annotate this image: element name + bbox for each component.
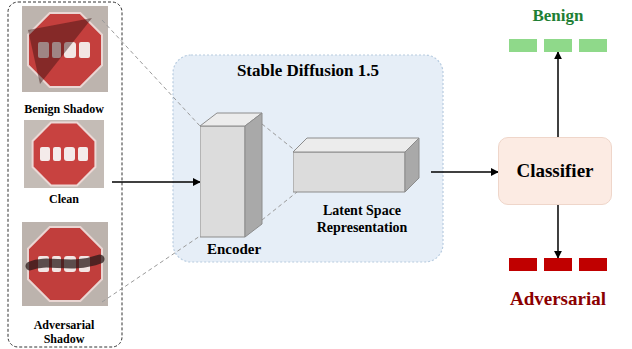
input-group-outline: [8, 2, 122, 347]
bar-row: [509, 39, 607, 52]
image-caption: Adversarial Shadow: [19, 318, 109, 346]
flow-arrow: [431, 171, 498, 173]
flow-arrow: [557, 205, 559, 258]
stop-sign-benign-shadow: [22, 6, 108, 92]
output-bar: [509, 258, 537, 271]
input-image: Clean: [16, 118, 112, 206]
image-caption: Benign Shadow: [24, 102, 104, 116]
output-bars: Adversarial: [506, 258, 610, 310]
flow-arrow: [112, 181, 200, 183]
node-label: Encoder: [207, 241, 261, 258]
bar-row: [509, 258, 607, 271]
block-3d: [200, 112, 268, 258]
output-label: Adversarial: [510, 288, 606, 310]
output-bar: [509, 39, 537, 52]
flow-arrow: [557, 52, 559, 137]
model-panel: Stable Diffusion 1.5Encoder Latent Space …: [173, 55, 443, 262]
output-label: Benign: [532, 6, 583, 26]
latent-block: Latent Space Representation: [293, 136, 431, 236]
stop-sign-clean: [24, 120, 104, 188]
input-image: Adversarial Shadow: [12, 214, 116, 346]
output-bar: [579, 258, 607, 271]
panel-title: Stable Diffusion 1.5: [237, 61, 379, 81]
node-label: Latent Space Representation: [293, 202, 431, 236]
output-bars: Benign: [506, 6, 610, 52]
output-bar: [544, 258, 572, 271]
output-bar: [544, 39, 572, 52]
input-image: Benign Shadow: [16, 4, 112, 116]
model-panel: [173, 55, 443, 262]
encoder-block: Encoder: [200, 112, 268, 258]
output-bar: [579, 39, 607, 52]
stop-sign-adversarial-shadow: [22, 222, 108, 306]
node-label: Classifier: [516, 160, 593, 182]
image-caption: Clean: [49, 192, 79, 206]
classifier-box: Classifier: [498, 137, 612, 205]
